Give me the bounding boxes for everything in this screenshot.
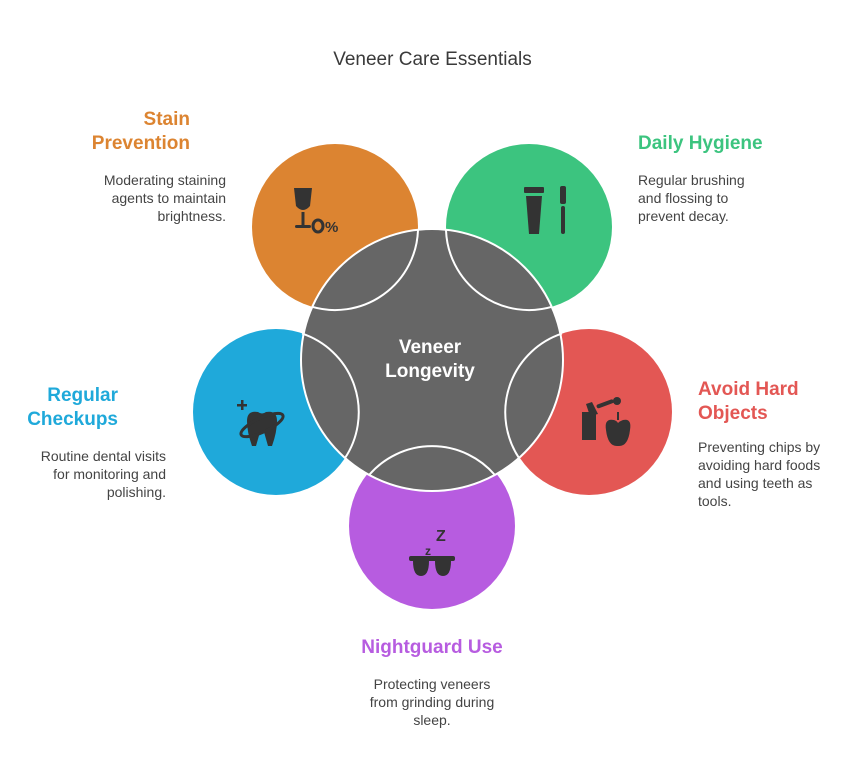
- stain-heading-line1: Stain: [143, 109, 190, 130]
- stain-desc-line2: agents to maintain: [111, 190, 226, 206]
- hard-desc-line2: avoiding hard foods: [698, 457, 821, 473]
- sleep-mask-icon: Z z: [409, 528, 455, 576]
- regular-checkups-heading: Regular Checkups: [10, 384, 118, 432]
- daily-hygiene-heading: Daily Hygiene: [638, 132, 838, 156]
- hygiene-heading-line1: Daily Hygiene: [638, 133, 763, 154]
- circle-veneer-longevity: [300, 228, 564, 492]
- hard-heading-line1: Avoid Hard: [698, 379, 799, 400]
- avoid-hard-objects-heading: Avoid Hard Objects: [698, 378, 858, 426]
- nightguard-use-description: Protecting veneers from grinding during …: [332, 675, 532, 729]
- svg-text:Z: Z: [436, 528, 446, 545]
- night-desc-line3: sleep.: [413, 712, 451, 728]
- center-label-line2: Longevity: [385, 361, 475, 382]
- hard-heading-line2: Objects: [698, 403, 768, 424]
- center-label-line1: Veneer: [398, 337, 462, 358]
- check-desc-line1: Routine dental visits: [40, 448, 166, 464]
- svg-text:z: z: [425, 544, 431, 558]
- hard-desc-line4: tools.: [698, 493, 732, 509]
- hygiene-desc-line1: Regular brushing: [638, 172, 745, 188]
- night-desc-line2: from grinding during: [369, 694, 495, 710]
- check-heading-line2: Checkups: [27, 409, 118, 430]
- stain-prevention-description: Moderating staining agents to maintain b…: [60, 171, 226, 225]
- check-desc-line3: polishing.: [106, 484, 166, 500]
- center-label: Veneer Longevity: [340, 336, 520, 384]
- nightguard-use-heading: Nightguard Use: [332, 636, 532, 660]
- hygiene-desc-line3: prevent decay.: [638, 208, 729, 224]
- diagram-title: Veneer Care Essentials: [333, 49, 532, 70]
- stain-heading-line2: Prevention: [91, 133, 190, 154]
- stain-desc-line1: Moderating staining: [103, 172, 226, 188]
- overlap-arcs: [301, 230, 563, 476]
- tooth-sparkle-icon: [237, 400, 285, 446]
- night-desc-line1: Protecting veneers: [373, 676, 491, 692]
- avoid-hard-objects-description: Preventing chips by avoiding hard foods …: [698, 438, 858, 510]
- hard-desc-line1: Preventing chips by: [698, 439, 821, 455]
- check-desc-line2: for monitoring and: [53, 466, 166, 482]
- night-heading-line1: Nightguard Use: [361, 637, 503, 658]
- stain-desc-line3: brightness.: [157, 208, 226, 224]
- hand-apple-icon: [582, 397, 631, 447]
- svg-text:%: %: [325, 219, 338, 236]
- stain-prevention-heading: Stain Prevention: [60, 108, 190, 156]
- toothpaste-toothbrush-icon: [524, 186, 566, 234]
- daily-hygiene-description: Regular brushing and flossing to prevent…: [638, 171, 838, 225]
- regular-checkups-description: Routine dental visits for monitoring and…: [10, 447, 166, 501]
- check-heading-line1: Regular: [47, 385, 118, 406]
- hard-desc-line3: and using teeth as: [698, 475, 813, 491]
- hygiene-desc-line2: and flossing to: [638, 190, 729, 206]
- wine-glass-percent-icon: %: [294, 188, 338, 236]
